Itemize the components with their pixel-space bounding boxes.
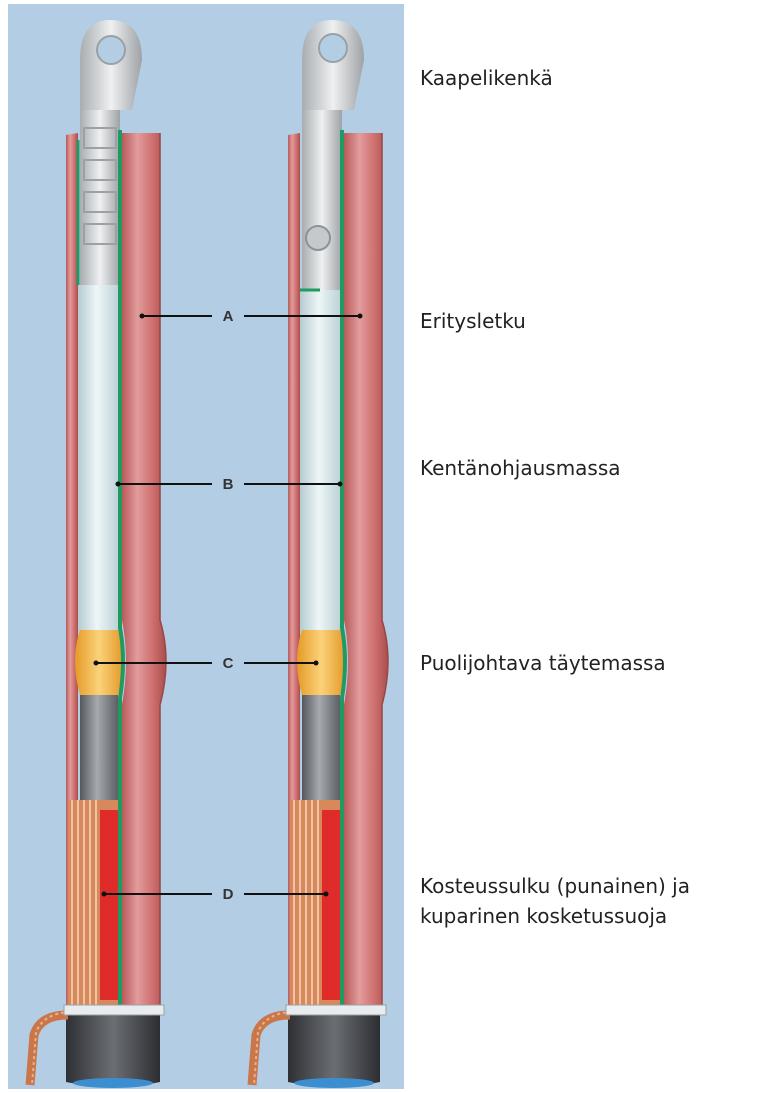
label-insulation-tube: Eritysletku — [420, 306, 526, 336]
lug-barrel — [80, 110, 120, 285]
label-semicon-filler: Puolijohtava täytemassa — [420, 648, 666, 678]
label-moisture-seal-line1: Kosteussulku (punainen) ja — [420, 871, 690, 901]
lug-hole — [97, 36, 125, 64]
lug-hole — [319, 34, 347, 62]
label-moisture-seal-line2: kuparinen kosketussuoja — [420, 901, 667, 931]
copper-screen — [68, 800, 120, 1010]
marker-c: C — [223, 655, 234, 672]
label-cable-lug: Kaapelikenkä — [420, 63, 553, 93]
copper-screen — [290, 800, 342, 1010]
cable-jacket-end — [294, 1078, 374, 1088]
bottom-ring — [286, 1005, 386, 1015]
bottom-ring — [64, 1005, 164, 1015]
cable-jacket — [66, 1010, 160, 1087]
cable-jacket — [288, 1010, 380, 1087]
marker-a: A — [223, 308, 234, 325]
cable-jacket-end — [73, 1078, 153, 1088]
insulation — [78, 285, 120, 635]
cable-semicon — [302, 695, 340, 805]
lug-bolt-icon — [306, 226, 330, 250]
marker-b: B — [223, 476, 234, 493]
label-stress-control: Kentänohjausmassa — [420, 453, 621, 483]
lug-barrel — [302, 110, 342, 290]
marker-d: D — [223, 886, 234, 903]
insulation — [300, 290, 342, 635]
cable-semicon — [80, 695, 118, 805]
